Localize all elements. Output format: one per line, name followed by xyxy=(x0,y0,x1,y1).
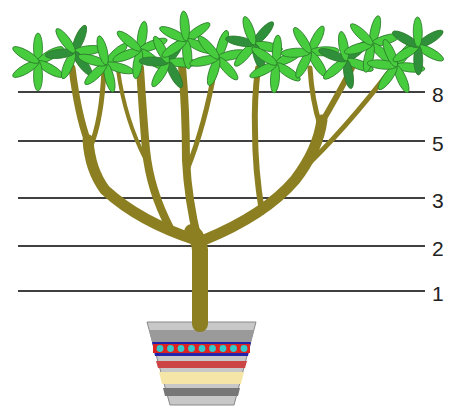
leaf xyxy=(337,31,351,62)
leaf xyxy=(11,44,41,67)
leaf xyxy=(95,35,111,66)
leaf xyxy=(413,17,423,47)
leaf xyxy=(290,25,314,55)
level-number: 3 xyxy=(432,190,444,211)
foliage xyxy=(11,11,446,95)
pot-dot xyxy=(157,345,164,352)
pot-dot xyxy=(188,345,195,352)
pot-dot xyxy=(178,345,185,352)
leaf xyxy=(249,44,279,68)
pot-dot xyxy=(199,345,206,352)
leaf xyxy=(195,33,222,61)
pot-dot xyxy=(220,345,227,352)
level-number: 1 xyxy=(432,283,444,304)
tree-branches xyxy=(72,66,392,324)
level-number: 5 xyxy=(432,133,444,154)
pot-dot xyxy=(241,345,248,352)
leaf xyxy=(240,15,258,46)
pot-dot xyxy=(167,345,174,352)
level-number: 2 xyxy=(432,238,444,259)
leaf xyxy=(115,28,144,54)
pot xyxy=(147,322,256,405)
leaf xyxy=(179,11,191,42)
leaf xyxy=(380,38,400,69)
level-number: 8 xyxy=(432,84,444,105)
leaf xyxy=(348,21,376,48)
pot-dot xyxy=(209,345,216,352)
leaf xyxy=(53,26,78,55)
pot-dot xyxy=(230,345,237,352)
